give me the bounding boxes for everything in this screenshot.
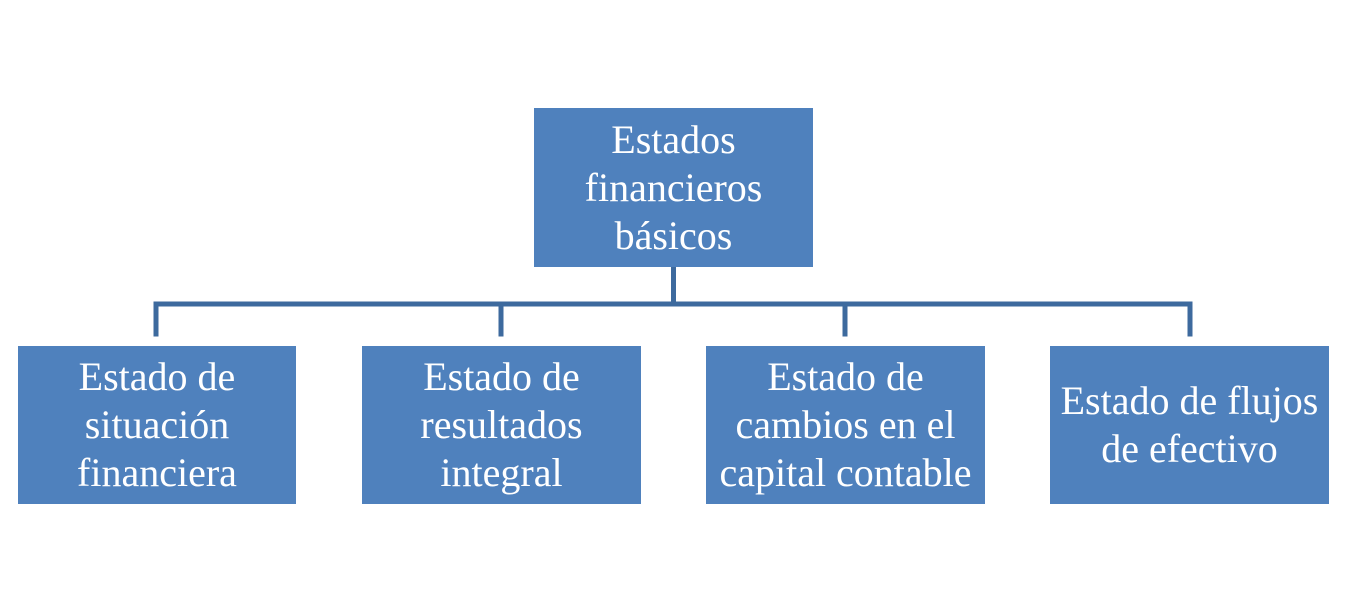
- child-node-situacion-financiera: Estado de situación financiera: [18, 346, 296, 504]
- child-node-flujos-de-efectivo: Estado de flujos de efectivo: [1050, 346, 1329, 504]
- child-node-label: Estado de cambios en el capital contable: [719, 354, 972, 495]
- child-node-label: Estado de flujos de efectivo: [1060, 378, 1319, 471]
- root-node-label: Estados financieros básicos: [584, 116, 763, 258]
- child-node-label: Estado de situación financiera: [77, 354, 237, 495]
- child-node-cambios-capital-contable: Estado de cambios en el capital contable: [706, 346, 985, 504]
- child-node-label: Estado de resultados integral: [420, 354, 583, 495]
- root-node-estados-financieros-basicos: Estados financieros básicos: [534, 108, 813, 267]
- child-node-resultados-integral: Estado de resultados integral: [362, 346, 641, 504]
